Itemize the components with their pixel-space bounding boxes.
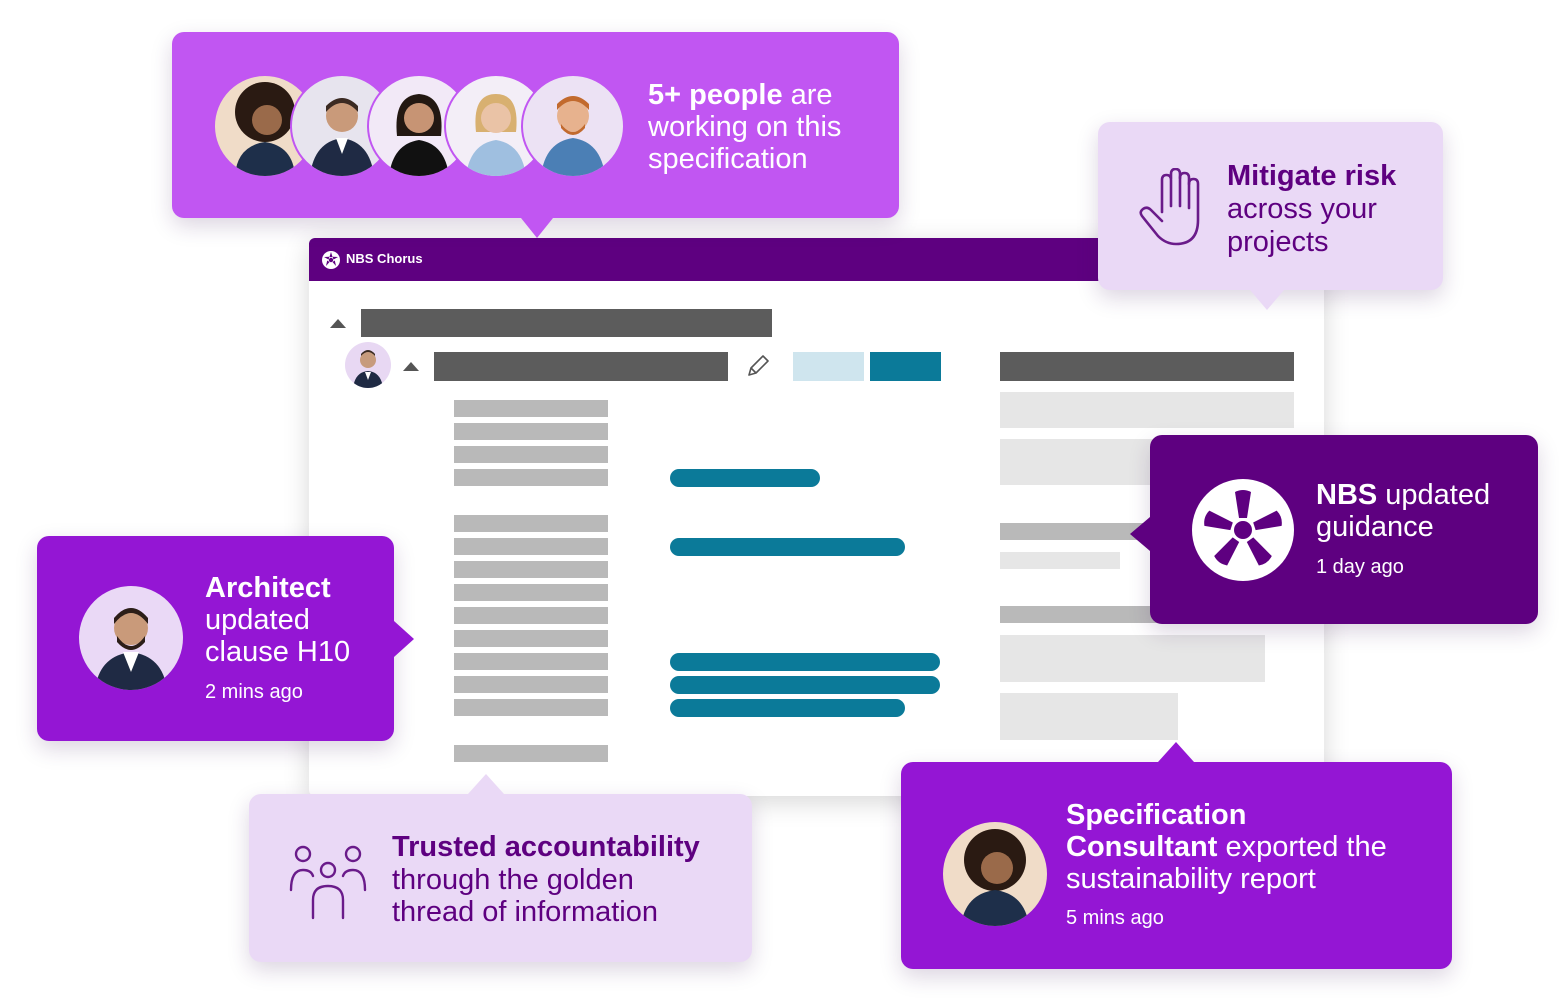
consultant-text-3: sustainability report [1066, 863, 1316, 895]
text-line-placeholder [454, 400, 608, 417]
risk-text-3: projects [1227, 226, 1329, 258]
person-icon [310, 98, 374, 176]
architect-card: Architect updated clause H10 2 mins ago [37, 536, 414, 741]
card-pointer [1250, 290, 1284, 310]
people-text-2: working on this [648, 111, 842, 143]
consultant-role-2: Consultant [1066, 831, 1218, 863]
pencil-edit-icon[interactable] [744, 352, 772, 380]
link-placeholder[interactable] [670, 538, 905, 556]
text-line-placeholder [454, 469, 608, 486]
link-placeholder[interactable] [670, 469, 820, 487]
architect-avatar [79, 586, 183, 690]
person-icon [235, 82, 295, 176]
sidebar-heading-placeholder [1000, 352, 1294, 381]
architect-role: Architect [205, 572, 331, 604]
text-line-placeholder [454, 584, 608, 601]
text-line-placeholder [454, 538, 608, 555]
link-placeholder[interactable] [670, 653, 940, 671]
consultant-timestamp: 5 mins ago [1066, 907, 1164, 929]
collapse-arrow-icon[interactable] [330, 319, 346, 328]
people-count: 5+ people [648, 79, 783, 111]
sidebar-label-placeholder [1000, 552, 1120, 569]
person-icon [541, 96, 605, 176]
card-pointer [394, 621, 414, 657]
text-line-placeholder [454, 423, 608, 440]
sidebar-field-placeholder [1000, 693, 1178, 740]
text-line-placeholder [454, 561, 608, 578]
trusted-text-3: thread of information [392, 896, 658, 928]
consultant-card: Specification Consultant exported the su… [901, 742, 1452, 969]
risk-card: Mitigate risk across your projects [1098, 122, 1443, 310]
people-card: 5+ people are working on this specificat… [172, 32, 899, 238]
clause-title-placeholder [434, 352, 728, 381]
text-line-placeholder [454, 676, 608, 693]
consultant-avatar [943, 822, 1047, 926]
guidance-text-1: updated [1377, 479, 1491, 511]
text-line-placeholder [454, 745, 608, 762]
guidance-text-2: guidance [1316, 511, 1434, 543]
consultant-text-2: exported the [1217, 831, 1387, 863]
text-line-placeholder [454, 515, 608, 532]
architect-timestamp: 2 mins ago [205, 681, 303, 703]
text-line-placeholder [454, 607, 608, 624]
section-heading-placeholder [361, 309, 772, 337]
nbs-logo-icon [322, 251, 340, 269]
guidance-card: NBS updated guidance 1 day ago [1130, 435, 1538, 624]
people-text-3: specification [648, 143, 808, 175]
card-pointer [521, 218, 553, 238]
sidebar-label-placeholder [1000, 606, 1180, 623]
raised-hand-icon [1139, 168, 1200, 246]
person-icon [466, 94, 526, 176]
guidance-org: NBS [1316, 479, 1378, 511]
architect-text-2: updated [205, 604, 310, 636]
link-placeholder[interactable] [670, 699, 905, 717]
nbs-logo-icon [1192, 479, 1294, 581]
link-placeholder[interactable] [670, 676, 940, 694]
card-pointer [1158, 742, 1194, 762]
card-pointer [468, 774, 504, 794]
status-button-dark[interactable] [870, 352, 941, 381]
trusted-heading: Trusted accountability [392, 831, 700, 863]
architect-avatar-small [345, 342, 391, 388]
person-icon [961, 829, 1029, 926]
text-line-placeholder [454, 446, 608, 463]
people-text-1: are [782, 79, 833, 111]
person-icon [95, 608, 167, 690]
consultant-role-1: Specification [1066, 799, 1247, 831]
text-line-placeholder [454, 630, 608, 647]
text-line-placeholder [454, 699, 608, 716]
sidebar-field-placeholder [1000, 635, 1265, 682]
app-title: NBS Chorus [346, 251, 423, 266]
person-icon [389, 94, 449, 176]
person-avatar-5 [521, 74, 625, 178]
risk-heading: Mitigate risk [1227, 160, 1397, 192]
architect-text-3: clause H10 [205, 636, 351, 668]
people-group-icon [289, 845, 367, 920]
card-pointer [1130, 517, 1150, 551]
status-button-light[interactable] [793, 352, 864, 381]
trusted-card: Trusted accountability through the golde… [249, 774, 752, 962]
sidebar-field-placeholder [1000, 392, 1294, 428]
text-line-placeholder [454, 653, 608, 670]
collapse-arrow-icon[interactable] [403, 362, 419, 371]
trusted-text-2: through the golden [392, 864, 634, 896]
person-icon [353, 350, 383, 388]
guidance-timestamp: 1 day ago [1316, 556, 1404, 578]
risk-text-2: across your [1227, 193, 1377, 225]
